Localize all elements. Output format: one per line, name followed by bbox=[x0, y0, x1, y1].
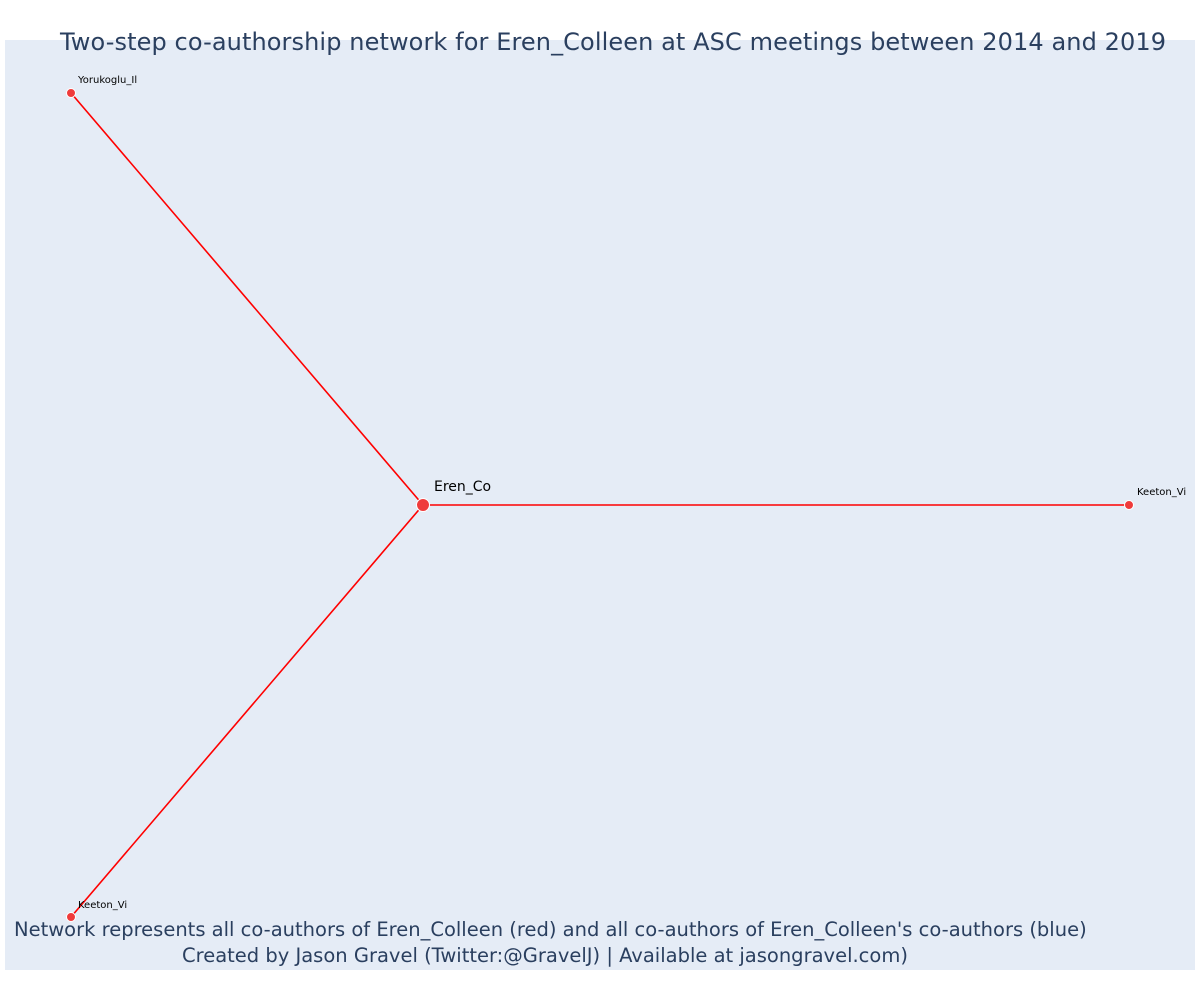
node-keeton-right[interactable] bbox=[1124, 500, 1134, 510]
node-label-keeton-right: Keeton_Vi bbox=[1137, 487, 1186, 498]
chart-title: Two-step co-authorship network for Eren_… bbox=[60, 28, 1167, 56]
edge-center-to-yorukoglu bbox=[70, 92, 424, 506]
footer-caption: Network represents all co-authors of Ere… bbox=[14, 918, 1087, 941]
edge-center-to-keeton-bottom bbox=[70, 504, 424, 918]
node-yorukoglu[interactable] bbox=[66, 88, 76, 98]
footer-credit: Created by Jason Gravel (Twitter:@Gravel… bbox=[182, 944, 908, 967]
node-label-keeton-bottom: Keeton_Vi bbox=[78, 900, 127, 911]
node-center[interactable] bbox=[416, 498, 430, 512]
node-label-yorukoglu: Yorukoglu_Il bbox=[77, 75, 137, 86]
nodes-layer bbox=[66, 88, 1134, 922]
edges-layer bbox=[70, 92, 1129, 918]
labels-layer: Eren_Co Yorukoglu_Il Keeton_Vi Keeton_Vi bbox=[77, 75, 1186, 911]
node-keeton-bottom[interactable] bbox=[66, 912, 76, 922]
node-label-center: Eren_Co bbox=[434, 479, 491, 495]
